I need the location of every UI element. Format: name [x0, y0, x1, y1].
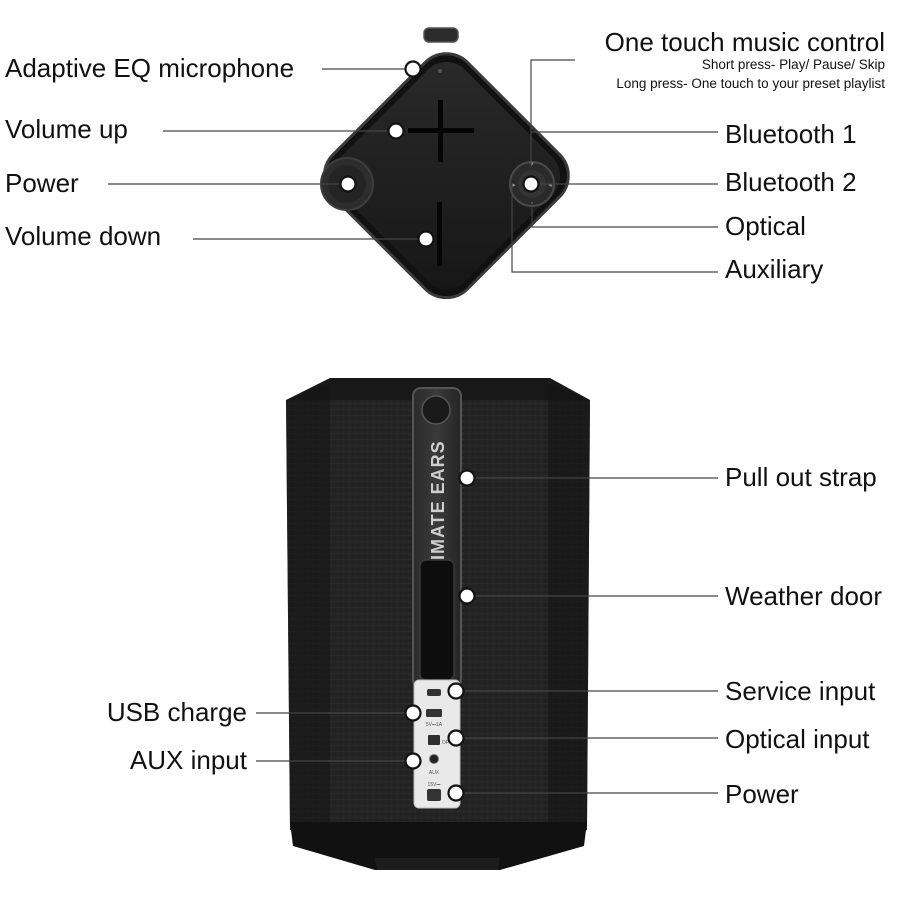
marker-aux-input — [404, 752, 422, 770]
optical-port — [428, 735, 440, 745]
strap-logo-text: IMATE EARS — [428, 440, 448, 560]
label-auxiliary: Auxiliary — [725, 254, 824, 284]
mic-hole — [438, 69, 442, 73]
volume-down-minus-icon — [437, 202, 442, 266]
label-one-touch-music-control: One touch music control — [604, 27, 885, 57]
label-usb-charge: USB charge — [106, 697, 247, 727]
label-aux-input: AUX input — [129, 745, 247, 775]
top-strap-nub — [423, 27, 459, 43]
label-optical-input: Optical input — [725, 724, 870, 754]
marker-weather-door — [458, 587, 476, 605]
label-adaptive-eq-microphone: Adaptive EQ microphone — [5, 53, 295, 83]
marker-pull-out-strap — [458, 469, 476, 487]
marker-adaptive-eq-microphone — [404, 60, 422, 78]
label-volume-up: Volume up — [5, 114, 128, 144]
marker-optical-input — [447, 729, 465, 747]
label-short-press: Short press- Play/ Pause/ Skip — [701, 57, 885, 72]
svg-text:◦: ◦ — [531, 200, 533, 207]
label-bluetooth-2: Bluetooth 2 — [725, 167, 857, 197]
marker-service-input — [447, 682, 465, 700]
marker-usb-charge — [404, 704, 422, 722]
label-power-bottom: Power — [725, 779, 799, 809]
label-power-top: Power — [5, 168, 79, 198]
usb-port — [426, 709, 442, 717]
power-port-label: 15V⎓ — [428, 782, 441, 788]
optical-port-label: OPT — [442, 740, 452, 746]
label-optical: Optical — [725, 211, 806, 241]
svg-text:▸: ▸ — [512, 182, 516, 189]
marker-music-control — [522, 175, 540, 193]
label-long-press: Long press- One touch to your preset pla… — [616, 76, 885, 91]
marker-volume-up — [387, 122, 405, 140]
service-port — [427, 689, 441, 696]
speaker-side-view: IMATE EARS 5V⎓1A OPT AUX 15V⎓ — [286, 378, 590, 870]
label-pull-out-strap: Pull out strap — [725, 462, 877, 492]
strap-button — [421, 395, 451, 425]
weather-door — [419, 559, 455, 681]
marker-power-top — [339, 175, 357, 193]
aux-port-label: AUX — [429, 770, 440, 776]
label-volume-down: Volume down — [5, 221, 162, 251]
label-service-input: Service input — [725, 676, 876, 706]
aux-port — [429, 754, 439, 764]
leader-lines — [108, 59, 718, 794]
label-bluetooth-1: Bluetooth 1 — [725, 119, 857, 149]
marker-power-bottom — [447, 784, 465, 802]
speaker-top-view: ⏵ ◂ ◦ ▸ — [320, 27, 570, 300]
svg-text:⏵: ⏵ — [530, 161, 534, 168]
usb-port-label: 5V⎓1A — [426, 722, 443, 728]
power-port — [427, 789, 441, 801]
label-weather-door: Weather door — [725, 581, 883, 611]
marker-volume-down — [417, 230, 435, 248]
svg-text:◂: ◂ — [548, 182, 552, 189]
callout-markers — [339, 60, 540, 802]
